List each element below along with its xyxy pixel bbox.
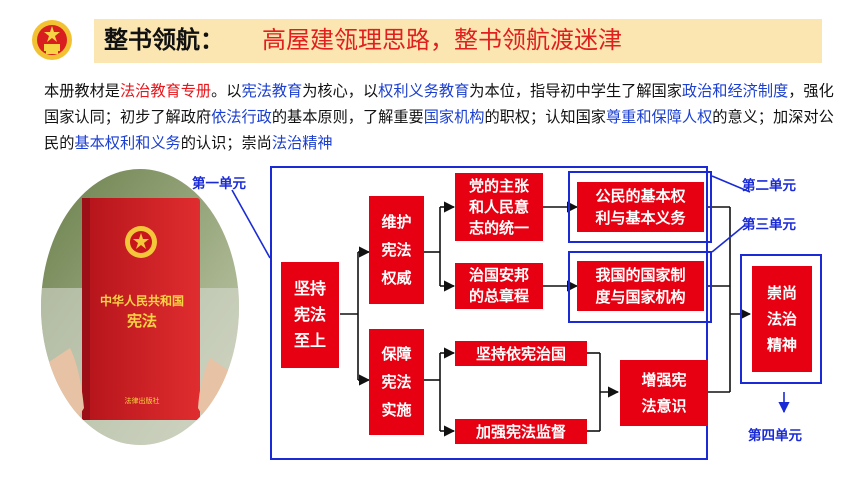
node-basic-rights-duties: 公民的基本权 利与基本义务 (577, 182, 704, 232)
node-rule-of-law-spirit: 崇尚 法治 精神 (752, 266, 812, 372)
intro-highlight: 尊重和保障人权 (605, 108, 713, 126)
node-maintain-authority: 维护 宪法 权威 (369, 196, 424, 304)
intro-text: 的职权；认知国家 (484, 108, 606, 126)
national-emblem-icon (30, 18, 74, 62)
intro-highlight: 法治精神 (271, 134, 333, 152)
intro-paragraph: 本册教材是法治教育专册。以宪法教育为核心，以权利义务教育为本位，指导初中学生了解… (44, 78, 834, 156)
node-enhance-awareness: 增强宪 法意识 (620, 360, 708, 426)
node-state-system-organs: 我国的国家制 度与国家机构 (577, 261, 704, 311)
intro-highlight: 基本权利和义务 (74, 134, 181, 152)
constitution-book-photo: 中华人民共和国 宪法 法律出版社 (40, 168, 240, 446)
node-strengthen-supervision: 加强宪法监督 (455, 419, 587, 444)
intro-text: ，强化国家认同；初步了解政府 (44, 82, 834, 126)
intro-highlight: 政治和经济制度 (681, 82, 789, 100)
intro-text: 为本位，指导初中学生了解国家 (469, 82, 682, 100)
unit2-label: 第二单元 (742, 178, 796, 194)
book-title: 中华人民共和国 (99, 294, 184, 308)
intro-text: 。以 (211, 82, 242, 100)
intro-highlight: 权利义务教育 (378, 82, 470, 100)
node-uphold-constitution: 坚持 宪法 至上 (281, 262, 339, 368)
book-subtitle: 宪法 (126, 312, 157, 330)
header-subtitle: 高屋建瓴理思路，整书领航渡迷津 (262, 26, 622, 54)
book-publisher: 法律出版社 (124, 397, 160, 405)
unit1-frame (270, 166, 708, 460)
intro-highlight: 法治教育专册 (119, 82, 212, 100)
unit3-frame (568, 251, 712, 323)
header-title: 整书领航： (104, 26, 224, 54)
intro-highlight: 宪法教育 (241, 82, 303, 100)
intro-text: 本册教材是 (44, 82, 120, 100)
node-guarantee-implementation: 保障 宪法 实施 (369, 329, 424, 435)
intro-highlight: 国家机构 (423, 108, 485, 126)
unit4-frame (740, 254, 822, 384)
intro-text: 的基本原则，了解重要 (271, 108, 424, 126)
intro-highlight: 依法行政 (211, 108, 272, 126)
unit1-label: 第一单元 (192, 176, 246, 192)
node-rule-by-constitution: 坚持依宪治国 (455, 341, 587, 366)
intro-text: 为核心，以 (302, 82, 379, 100)
node-general-charter: 治国安邦 的总章程 (455, 263, 543, 309)
unit2-frame (568, 171, 712, 243)
intro-text: 的意义；加深对公民的 (44, 108, 834, 152)
intro-text: 的认识；崇尚 (180, 134, 272, 152)
unit4-label: 第四单元 (748, 428, 802, 444)
header-bar (94, 19, 822, 63)
unit3-label: 第三单元 (742, 217, 796, 233)
node-party-people-unity: 党的主张 和人民意 志的统一 (455, 173, 543, 241)
